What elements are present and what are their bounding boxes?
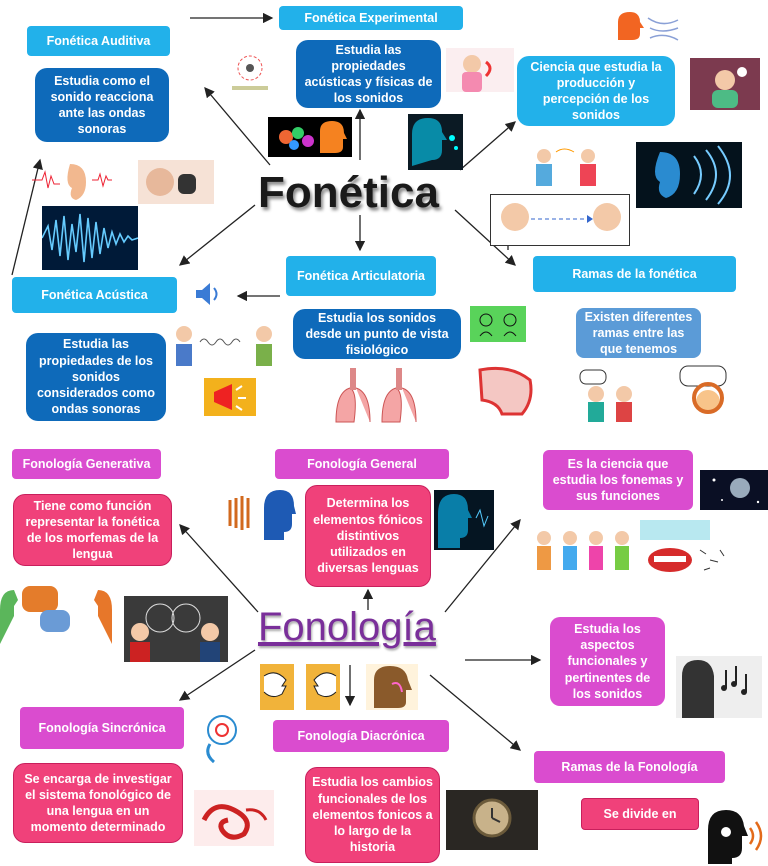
fonologia-general-desc: Determina los elementos fónicos distinti… xyxy=(313,496,423,576)
fonetica-acustica-desc: Estudia las propiedades de los sonidos c… xyxy=(36,337,156,417)
speaking-profile-image xyxy=(224,486,296,542)
megaphone-image xyxy=(204,378,256,416)
sound-face-image xyxy=(408,114,463,170)
fonologia-sincronica-box: Fonología Sincrónica xyxy=(20,707,184,749)
fonologia-diacronica-desc: Estudia los cambios funcionales de los e… xyxy=(312,775,433,855)
hand-to-ear-image xyxy=(138,160,214,204)
girl-speech-bubble-image xyxy=(678,364,742,422)
kids-speaking-image xyxy=(576,368,646,424)
fonologia-general-desc-box: Determina los elementos fónicos distinti… xyxy=(305,485,431,587)
ramas-fonetica-desc: Existen diferentes ramas entre las que t… xyxy=(584,309,693,357)
people-conversation-image xyxy=(470,306,526,342)
ramas-fonetica-desc-box: Existen diferentes ramas entre las que t… xyxy=(576,308,701,358)
fonologia-diacronica-box: Fonología Diacrónica xyxy=(273,720,449,752)
ear-waveform-image xyxy=(30,158,112,202)
radial-diagram-image xyxy=(228,48,272,94)
ramas-fonetica-label: Ramas de la fonética xyxy=(572,266,697,281)
fonologia-diacronica-label: Fonología Diacrónica xyxy=(297,728,425,743)
children-singing-image xyxy=(530,520,636,576)
voice-meditation-image xyxy=(690,58,760,110)
mouth-letters-image xyxy=(640,520,744,584)
speaking-head-icon xyxy=(612,10,684,46)
fonetica-articulatoria-desc-box: Estudia los sonidos desde un punto de vi… xyxy=(293,309,461,359)
fonetica-ciencia-box: Ciencia que estudia la producción y perc… xyxy=(517,56,675,126)
fonetica-acustica-label: Fonética Acústica xyxy=(41,287,148,302)
fonetica-auditiva-label: Fonética Auditiva xyxy=(46,33,151,48)
fonologia-ciencia-desc: Es la ciencia que estudia los fonemas y … xyxy=(552,456,684,504)
listening-music-image xyxy=(676,656,762,718)
fonologia-generativa-desc: Tiene como función representar la fonéti… xyxy=(25,498,160,562)
two-heads-speech-image xyxy=(490,194,630,246)
speaker-icon xyxy=(192,278,224,310)
swirl-mouth-image xyxy=(194,790,274,846)
fonetica-auditiva-desc-box: Estudia como el sonido reacciona ante la… xyxy=(35,68,169,142)
ear-sound-image xyxy=(636,142,742,208)
fonetica-experimental-label: Fonética Experimental xyxy=(304,10,438,25)
fonetica-articulatoria-desc: Estudia los sonidos desde un punto de vi… xyxy=(305,310,449,358)
fonetica-acustica-box: Fonética Acústica xyxy=(12,277,177,313)
fonologia-sincronica-label: Fonología Sincrónica xyxy=(38,720,166,735)
fonologia-generativa-desc-box: Tiene como función representar la fonéti… xyxy=(13,494,172,566)
fonologia-general-box: Fonología General xyxy=(275,449,449,479)
girl-speaking-image xyxy=(446,48,514,92)
ramas-fonetica-box: Ramas de la fonética xyxy=(533,256,736,292)
fonologia-ciencia-box: Es la ciencia que estudia los fonemas y … xyxy=(543,450,693,510)
vocal-tract-image xyxy=(476,360,536,418)
fonetica-auditiva-box: Fonética Auditiva xyxy=(27,26,170,56)
fonetica-articulatoria-label: Fonética Articulatoria xyxy=(296,268,426,283)
lungs-diagram-image xyxy=(330,364,422,426)
vintage-clock-image xyxy=(446,790,538,850)
fonologia-general-label: Fonología General xyxy=(307,456,417,471)
fonologia-funcional-box: Estudia los aspectos funcionales y perti… xyxy=(550,617,665,706)
two-women-chalkboard-image xyxy=(124,596,228,662)
ramas-fonologia-label: Ramas de la Fonología xyxy=(561,759,698,774)
space-face-image xyxy=(700,470,768,510)
fonologia-sincronica-desc: Se encarga de investigar el sistema fono… xyxy=(24,771,172,835)
head-vocal-image xyxy=(366,664,418,710)
fonologia-title: Fonología xyxy=(258,605,436,649)
fonetica-auditiva-desc: Estudia como el sonido reacciona ante la… xyxy=(50,73,154,137)
fonetica-experimental-desc: Estudia las propiedades acústicas y físi… xyxy=(304,42,433,106)
people-talking-image xyxy=(524,142,616,190)
fonologia-diacronica-desc-box: Estudia los cambios funcionales de los e… xyxy=(305,767,440,863)
fonetica-articulatoria-box: Fonética Articulatoria xyxy=(286,256,436,296)
fonetica-ciencia-desc: Ciencia que estudia la producción y perc… xyxy=(530,59,662,123)
sound-wave-image xyxy=(42,206,138,270)
colorful-head-image xyxy=(268,117,352,157)
head-sound-icon xyxy=(704,808,768,864)
ramas-fonologia-box: Ramas de la Fonología xyxy=(534,751,725,783)
speech-bubbles-heads-image xyxy=(0,580,112,646)
fonetica-experimental-desc-box: Estudia las propiedades acústicas y físi… xyxy=(296,40,441,108)
blue-sound-head-image xyxy=(434,490,494,550)
fonologia-divide-label: Se divide en xyxy=(603,806,677,821)
fonologia-generativa-label: Fonología Generativa xyxy=(22,456,151,471)
two-faces-sound-image xyxy=(258,662,342,712)
listening-people-image xyxy=(170,322,280,370)
fonologia-generativa-box: Fonología Generativa xyxy=(12,449,161,479)
fonologia-funcional-desc: Estudia los aspectos funcionales y perti… xyxy=(564,621,651,701)
ear-target-image xyxy=(196,708,242,768)
fonetica-acustica-desc-box: Estudia las propiedades de los sonidos c… xyxy=(26,333,166,421)
fonologia-sincronica-desc-box: Se encarga de investigar el sistema fono… xyxy=(13,763,183,843)
fonetica-experimental-box: Fonética Experimental xyxy=(279,6,463,30)
fonologia-divide-box: Se divide en xyxy=(581,798,699,830)
fonetica-title: Fonética xyxy=(258,168,439,217)
